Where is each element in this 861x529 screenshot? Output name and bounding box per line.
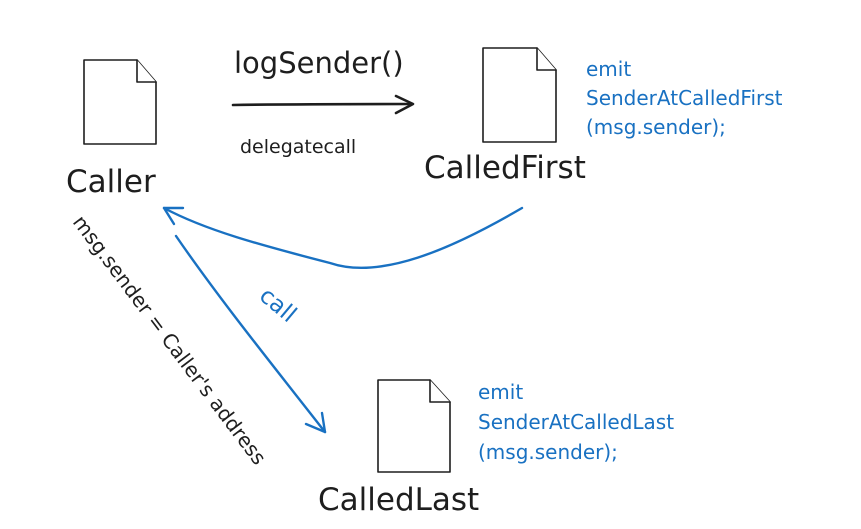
called-last-emit-args: (msg.sender); [478, 440, 618, 464]
called-last-file-icon [377, 379, 451, 473]
caller-label: Caller [66, 164, 156, 200]
called-last-label: CalledLast [318, 482, 479, 518]
called-first-emit-args: (msg.sender); [586, 115, 726, 139]
called-first-emit-keyword: emit [586, 57, 631, 81]
called-first-file-icon [482, 47, 557, 143]
called-last-emit-event: SenderAtCalledLast [478, 410, 674, 434]
return-curve-arrow [162, 206, 524, 270]
call-arrow [174, 234, 327, 434]
delegatecall-label: delegatecall [240, 136, 356, 158]
called-first-emit-event: SenderAtCalledFirst [586, 86, 783, 110]
call-label: call [254, 283, 301, 328]
caller-file-icon [83, 59, 157, 145]
function-name-label: logSender() [234, 46, 404, 80]
called-last-emit-keyword: emit [478, 380, 523, 404]
sender-note: msg.sender = Caller's address [68, 211, 271, 470]
called-first-label: CalledFirst [424, 150, 586, 186]
delegatecall-arrow [231, 94, 415, 115]
